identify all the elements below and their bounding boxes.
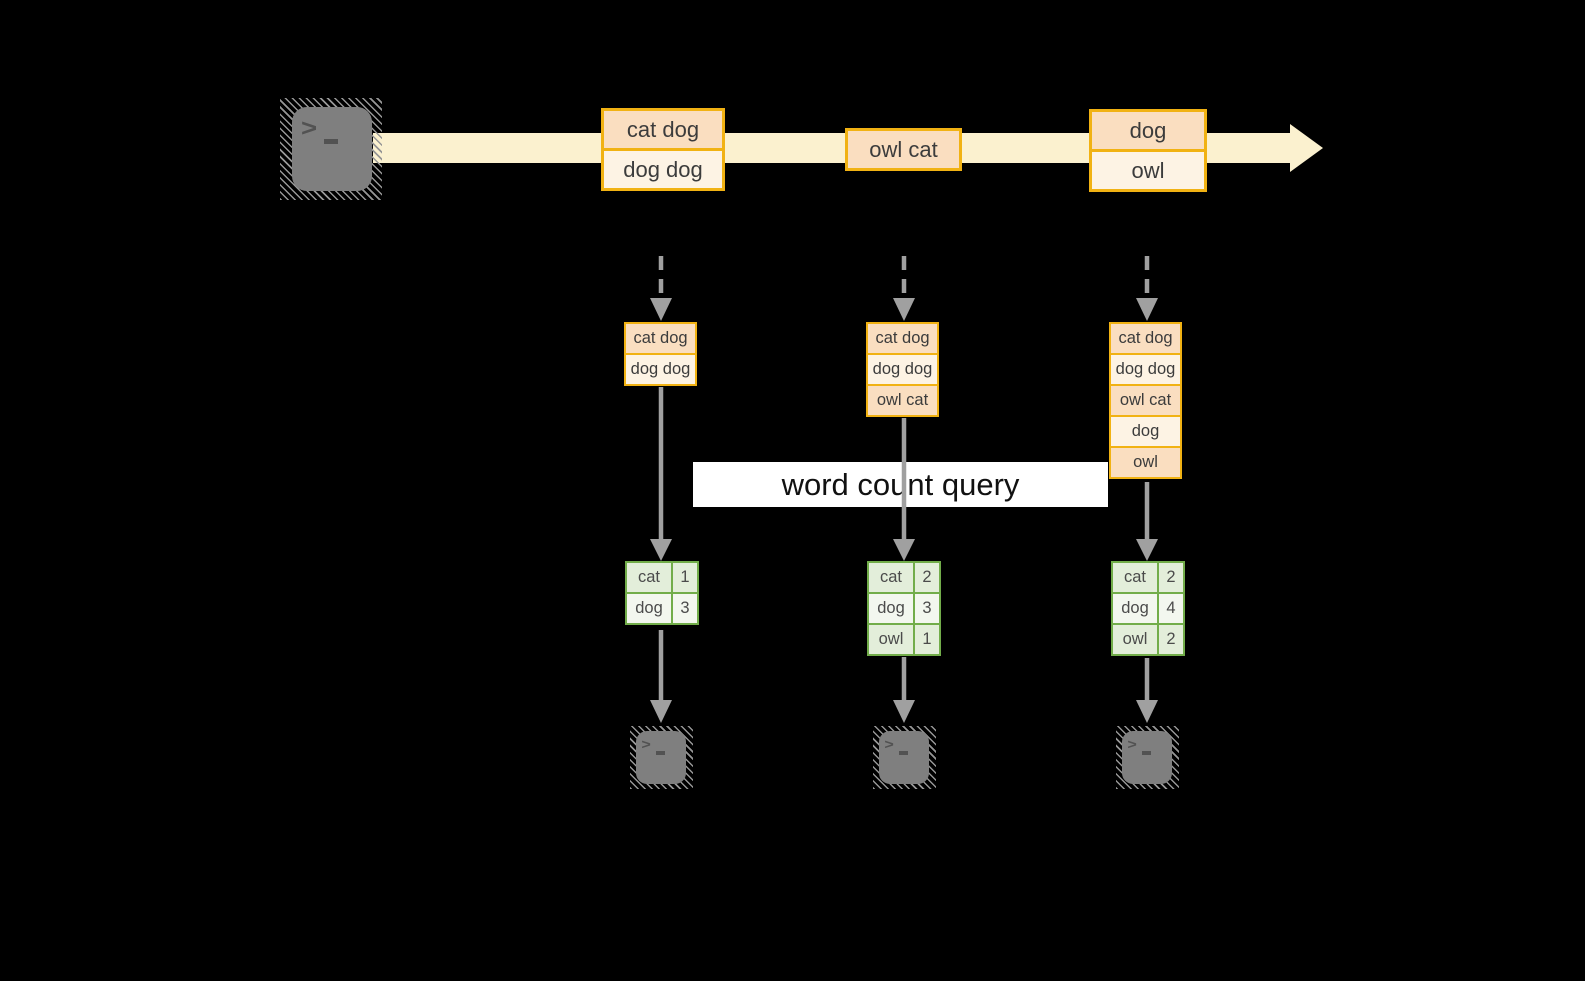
stream-arrow-head xyxy=(1290,124,1323,172)
state-row: dog dog xyxy=(1111,353,1180,384)
prompt-cursor-icon xyxy=(1142,751,1151,755)
prompt-cursor-icon xyxy=(324,139,338,144)
count-row: dog 3 xyxy=(869,592,939,623)
query-label: word count query xyxy=(693,462,1108,507)
terminal-screen: > xyxy=(292,107,372,191)
count-row: cat 1 xyxy=(627,563,697,592)
state-row: owl cat xyxy=(1111,384,1180,415)
prompt-chevron-icon: > xyxy=(641,736,651,752)
terminal-screen: > xyxy=(1122,731,1172,784)
stream-event-box-3: dog owl xyxy=(1089,109,1207,192)
count-word: dog xyxy=(1113,594,1157,623)
prompt-cursor-icon xyxy=(656,751,665,755)
stream-event-line: owl cat xyxy=(848,131,959,168)
state-row: dog dog xyxy=(868,353,937,384)
state-row: cat dog xyxy=(626,324,695,353)
count-word: dog xyxy=(869,594,913,623)
dashed-arrow-2-head xyxy=(893,298,915,321)
stream-event-box-1: cat dog dog dog xyxy=(601,108,725,191)
terminal-screen: > xyxy=(879,731,929,784)
count-row: dog 3 xyxy=(627,592,697,623)
state-stack-1: cat dog dog dog xyxy=(624,322,697,386)
count-value: 3 xyxy=(671,594,697,623)
terminal-sink-icon-2: > xyxy=(873,726,936,789)
state-row: cat dog xyxy=(868,324,937,353)
count-value: 1 xyxy=(913,625,939,654)
count-row: owl 2 xyxy=(1113,623,1183,654)
prompt-cursor-icon xyxy=(899,751,908,755)
count-word: owl xyxy=(869,625,913,654)
count-table-2: cat 2 dog 3 owl 1 xyxy=(867,561,941,656)
count-row: cat 2 xyxy=(1113,563,1183,592)
count-word: dog xyxy=(627,594,671,623)
query-arrow-1-head xyxy=(650,539,672,561)
output-arrow-2-head xyxy=(893,700,915,723)
stream-event-line: cat dog xyxy=(604,111,722,148)
count-value: 1 xyxy=(671,563,697,592)
output-arrow-3-head xyxy=(1136,700,1158,723)
state-stack-2: cat dog dog dog owl cat xyxy=(866,322,939,417)
prompt-chevron-icon: > xyxy=(300,115,318,142)
count-word: cat xyxy=(1113,563,1157,592)
count-word: owl xyxy=(1113,625,1157,654)
count-value: 2 xyxy=(913,563,939,592)
count-value: 2 xyxy=(1157,563,1183,592)
count-value: 3 xyxy=(913,594,939,623)
count-row: dog 4 xyxy=(1113,592,1183,623)
terminal-source-icon: > xyxy=(280,98,382,200)
query-arrow-2-head xyxy=(893,539,915,561)
count-row: owl 1 xyxy=(869,623,939,654)
count-value: 4 xyxy=(1157,594,1183,623)
state-stack-3: cat dog dog dog owl cat dog owl xyxy=(1109,322,1182,479)
count-word: cat xyxy=(627,563,671,592)
terminal-sink-icon-1: > xyxy=(630,726,693,789)
state-row: cat dog xyxy=(1111,324,1180,353)
prompt-chevron-icon: > xyxy=(884,736,894,752)
output-arrow-1-head xyxy=(650,700,672,723)
query-arrow-3-head xyxy=(1136,539,1158,561)
dashed-arrow-3-head xyxy=(1136,298,1158,321)
terminal-screen: > xyxy=(636,731,686,784)
stream-event-line: owl xyxy=(1092,149,1204,189)
state-row: dog xyxy=(1111,415,1180,446)
state-row: owl xyxy=(1111,446,1180,477)
count-value: 2 xyxy=(1157,625,1183,654)
stream-event-line: dog xyxy=(1092,112,1204,149)
count-row: cat 2 xyxy=(869,563,939,592)
terminal-sink-icon-3: > xyxy=(1116,726,1179,789)
prompt-chevron-icon: > xyxy=(1127,736,1137,752)
count-table-3: cat 2 dog 4 owl 2 xyxy=(1111,561,1185,656)
count-word: cat xyxy=(869,563,913,592)
stream-event-box-2: owl cat xyxy=(845,128,962,171)
state-row: owl cat xyxy=(868,384,937,415)
dashed-arrow-1-head xyxy=(650,298,672,321)
state-row: dog dog xyxy=(626,353,695,384)
count-table-1: cat 1 dog 3 xyxy=(625,561,699,625)
stream-event-line: dog dog xyxy=(604,148,722,188)
